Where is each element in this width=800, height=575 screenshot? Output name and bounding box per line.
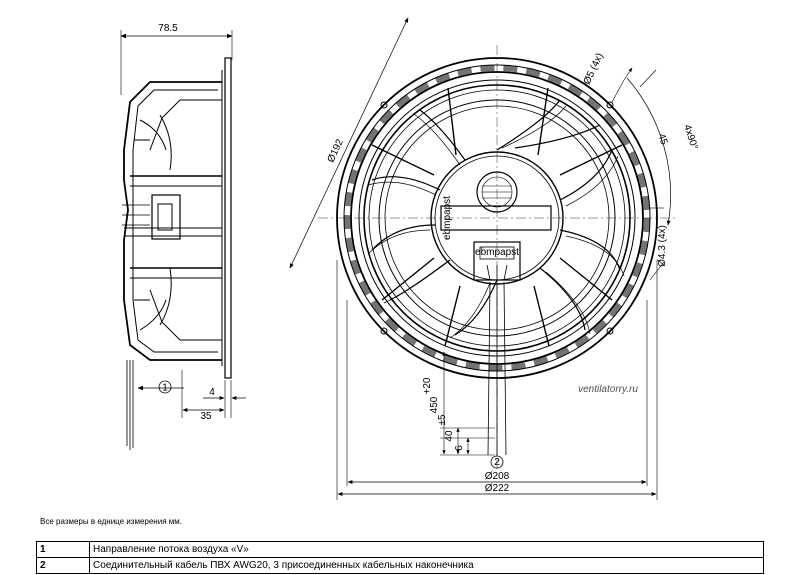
dim-d222: Ø222: [485, 483, 510, 494]
dim-cable-6: 6: [454, 445, 465, 451]
legend-table: 1 Направление потока воздуха «V» 2 Соеди…: [36, 541, 764, 574]
dim-flange: 4: [209, 387, 215, 398]
side-view: [120, 30, 246, 450]
dim-cable-450: 450: [429, 396, 440, 413]
dim-d208: Ø208: [485, 471, 510, 482]
motor-label-connector: ebmpapst: [475, 247, 519, 258]
dim-cable-450-tol: +20: [422, 377, 433, 394]
watermark: ventilatorry.ru: [578, 384, 638, 395]
legend-num: 1: [36, 541, 90, 558]
dim-side-depth: 78.5: [158, 23, 178, 34]
units-note: Все размеры в еднице измерения мм.: [40, 517, 182, 526]
legend-row: 2 Соединительный кабель ПВХ AWG20, 3 при…: [36, 557, 764, 574]
callout-2: 2: [494, 457, 500, 468]
callout-1: 1: [162, 383, 168, 394]
dim-hole-d43: Ø4.3 (4x): [657, 225, 668, 267]
dim-d192: Ø192: [326, 137, 346, 164]
legend-text: Соединительный кабель ПВХ AWG20, 3 присо…: [89, 557, 764, 574]
dim-side-35: 35: [200, 411, 212, 422]
technical-drawing: 78.5 1 4 35: [120, 17, 700, 500]
dim-angle-45: 45: [655, 132, 669, 146]
dim-cable-40: 40: [444, 430, 455, 442]
front-view: [289, 17, 676, 500]
dim-hole-d5: Ø5 (4x): [582, 52, 606, 87]
legend-text: Направление потока воздуха «V»: [89, 541, 764, 558]
motor-label-top: ebmpapst: [442, 196, 453, 240]
dim-cable-40-tol: ±5: [437, 414, 448, 425]
dim-angle: 4x90°: [681, 123, 699, 151]
legend-row: 1 Направление потока воздуха «V»: [36, 541, 764, 558]
legend-num: 2: [36, 557, 90, 574]
